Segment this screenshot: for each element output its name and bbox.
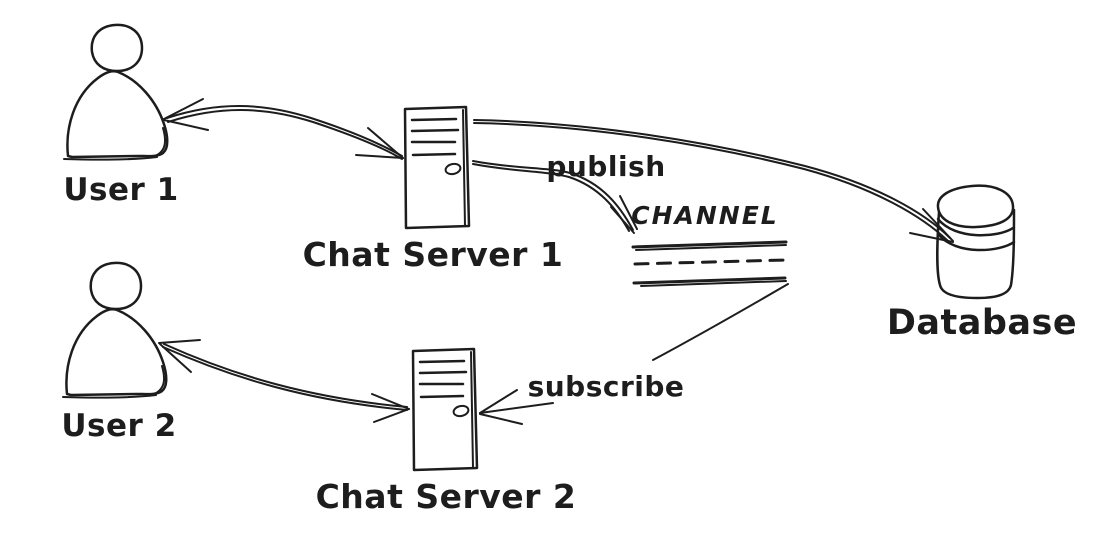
subscribe-label: subscribe xyxy=(528,370,685,403)
node-chat-server-1: Chat Server 1 xyxy=(303,105,564,274)
arrowhead-at-server2-right xyxy=(479,389,518,414)
edge-user1-chat-server-1 xyxy=(163,98,404,160)
arrowhead-at-user1 xyxy=(163,98,204,120)
server-icon xyxy=(403,105,471,230)
node-channel: CHANNEL xyxy=(631,201,788,287)
edge-subscribe: subscribe xyxy=(479,283,789,425)
channel-label: CHANNEL xyxy=(631,201,778,230)
user2-label: User 2 xyxy=(61,408,176,444)
database-label: Database xyxy=(887,303,1077,343)
database-cylinder-icon xyxy=(936,184,1016,300)
person-icon xyxy=(62,23,169,161)
node-user-2: User 2 xyxy=(61,261,176,444)
chat-server-2-label: Chat Server 2 xyxy=(316,477,577,516)
edge-publish: publish xyxy=(472,150,665,234)
node-user-1: User 1 xyxy=(62,23,178,208)
node-chat-server-2: Chat Server 2 xyxy=(316,347,577,516)
arrowhead-at-user2 xyxy=(158,339,201,344)
arrowhead-at-server1 xyxy=(367,127,404,159)
node-database: Database xyxy=(887,184,1077,343)
chat-server-1-label: Chat Server 1 xyxy=(303,235,564,274)
edge-user2-chat-server-2 xyxy=(158,339,410,423)
server-icon xyxy=(411,347,479,472)
user1-label: User 1 xyxy=(63,172,178,208)
person-icon xyxy=(61,261,168,399)
arrowhead-at-server2-left xyxy=(371,393,410,410)
publish-label: publish xyxy=(546,150,665,183)
channel-lanes-icon xyxy=(631,240,788,287)
arrowhead-at-channel xyxy=(610,206,635,234)
